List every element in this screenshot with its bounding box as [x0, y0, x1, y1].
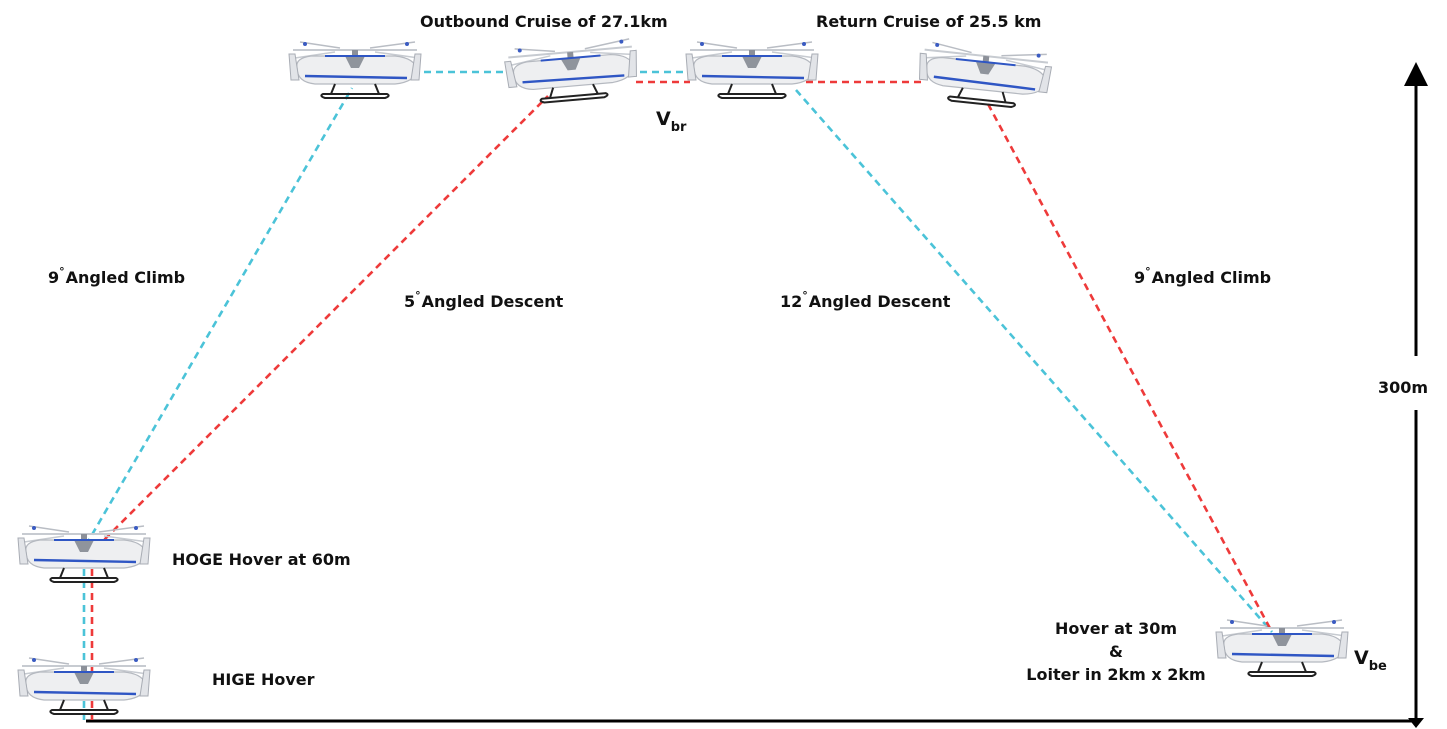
descent-12-text: Angled Descent — [808, 292, 951, 311]
descent-12-angle: 12 — [780, 292, 803, 311]
degree-symbol: ° — [415, 289, 421, 302]
hover-loiter-line-1: Hover at 30m — [1054, 619, 1178, 638]
aircraft-return-start — [684, 40, 820, 100]
hoge-hover-label: HOGE Hover at 60m — [172, 550, 351, 569]
v-br-symbol: V — [656, 108, 671, 130]
degree-symbol: ° — [802, 289, 808, 302]
climb-left-label: 9°Angled Climb — [48, 265, 186, 287]
climb-left-path — [84, 87, 354, 546]
climb-right-angle: 9 — [1134, 268, 1146, 287]
degree-symbol: ° — [1145, 265, 1151, 278]
climb-right-text: Angled Climb — [1151, 268, 1272, 287]
descent-12-path — [795, 89, 1273, 633]
return-cruise-label: Return Cruise of 25.5 km — [816, 12, 1042, 31]
descent-5-angle: 5 — [404, 292, 416, 311]
descent-5-text: Angled Descent — [421, 292, 564, 311]
climb-left-angle: 9 — [48, 268, 60, 287]
v-be-symbol: V — [1354, 647, 1369, 669]
aircraft-climb-top — [287, 40, 423, 100]
hover-loiter-line-3: Loiter in 2km x 2km — [1026, 665, 1206, 684]
altitude-arrow-tip — [1408, 718, 1424, 728]
altitude-label: 300m — [1378, 378, 1429, 397]
aircraft-return-cruise — [914, 40, 1054, 112]
degree-symbol: ° — [59, 265, 65, 278]
descent-5-label: 5°Angled Descent — [404, 289, 564, 311]
v-be-subscript: be — [1368, 659, 1387, 674]
aircraft-outbound-cruise — [502, 37, 642, 107]
climb-right-path — [986, 103, 1274, 633]
v-br-label: Vbr — [656, 108, 686, 135]
hige-hover-label: HIGE Hover — [212, 670, 315, 689]
aircraft-loiter — [1214, 618, 1350, 678]
outbound-cruise-label: Outbound Cruise of 27.1km — [420, 12, 668, 31]
descent-5-path — [95, 95, 549, 549]
v-be-label: Vbe — [1354, 647, 1387, 674]
v-br-subscript: br — [670, 120, 687, 135]
climb-right-label: 9°Angled Climb — [1134, 265, 1272, 287]
hover-loiter-line-2: & — [1109, 642, 1123, 661]
descent-12-label: 12°Angled Descent — [780, 289, 951, 311]
hover-loiter-label: Hover at 30m & Loiter in 2km x 2km — [1002, 617, 1230, 686]
climb-left-text: Angled Climb — [65, 268, 186, 287]
